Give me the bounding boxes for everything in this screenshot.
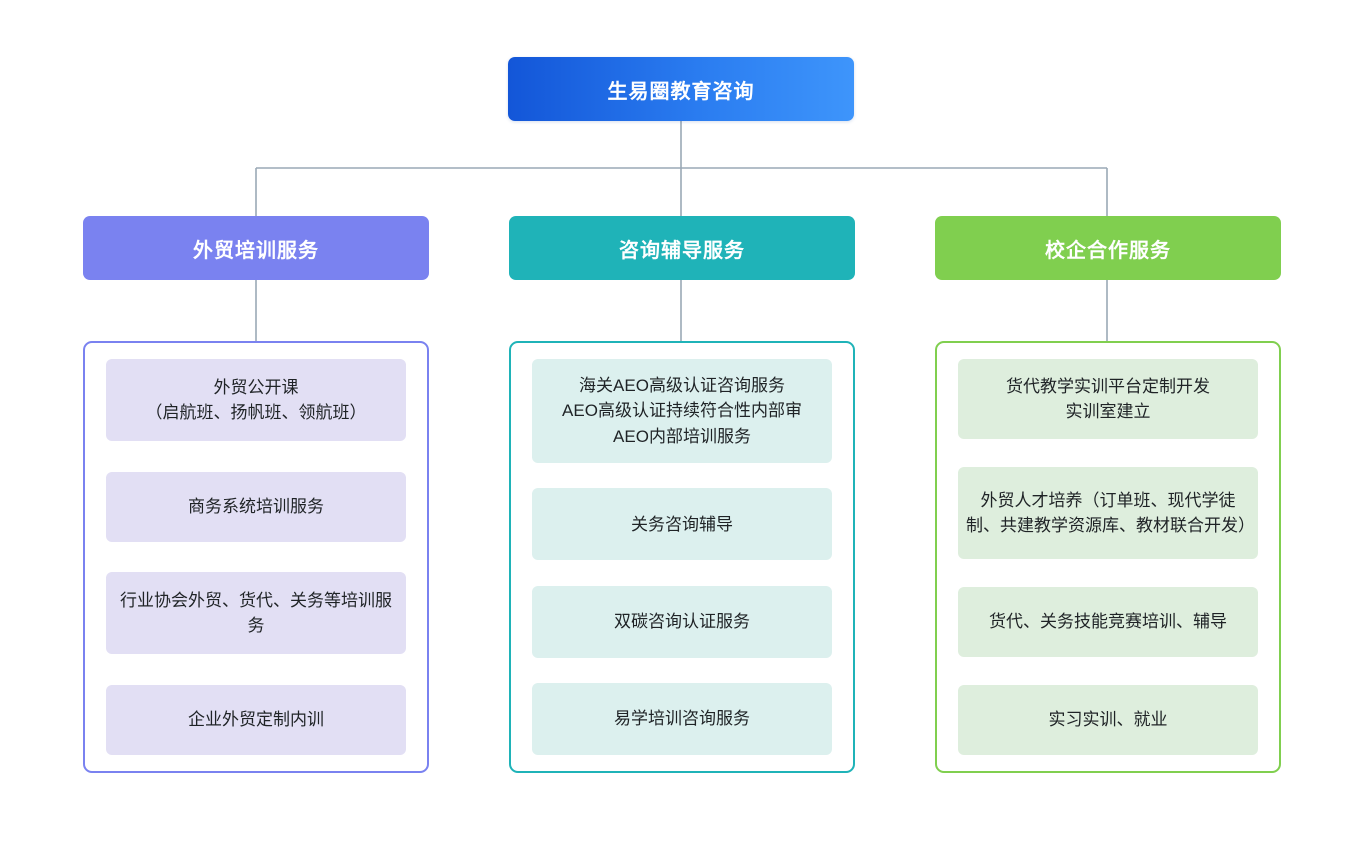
leaf-node[interactable]: 外贸人才培养（订单班、现代学徒制、共建教学资源库、教材联合开发） <box>958 467 1258 559</box>
category-group-0: 外贸公开课 （启航班、扬帆班、领航班） 商务系统培训服务 行业协会外贸、货代、关… <box>83 341 429 773</box>
leaf-node[interactable]: 关务咨询辅导 <box>532 488 832 561</box>
category-header-0[interactable]: 外贸培训服务 <box>83 216 429 280</box>
root-node-label: 生易圈教育咨询 <box>607 80 755 103</box>
leaf-node[interactable]: 货代教学实训平台定制开发 实训室建立 <box>958 359 1258 439</box>
leaf-node[interactable]: 实习实训、就业 <box>958 685 1258 755</box>
category-header-label-0: 外贸培训服务 <box>193 239 319 262</box>
leaf-node[interactable]: 易学培训咨询服务 <box>532 682 832 755</box>
leaf-node[interactable]: 海关AEO高级认证咨询服务 AEO高级认证持续符合性内部审 AEO内部培训服务 <box>532 359 832 463</box>
leaf-node[interactable]: 外贸公开课 （启航班、扬帆班、领航班） <box>106 359 406 441</box>
root-node[interactable]: 生易圈教育咨询 <box>508 57 854 121</box>
category-header-label-2: 校企合作服务 <box>1045 239 1171 262</box>
category-group-1: 海关AEO高级认证咨询服务 AEO高级认证持续符合性内部审 AEO内部培训服务 … <box>509 341 855 773</box>
leaf-node[interactable]: 行业协会外贸、货代、关务等培训服务 <box>106 572 406 655</box>
leaf-node[interactable]: 企业外贸定制内训 <box>106 684 406 755</box>
category-group-2: 货代教学实训平台定制开发 实训室建立 外贸人才培养（订单班、现代学徒制、共建教学… <box>935 341 1281 773</box>
category-header-2[interactable]: 校企合作服务 <box>935 216 1281 280</box>
leaf-node[interactable]: 商务系统培训服务 <box>106 471 406 542</box>
category-header-label-1: 咨询辅导服务 <box>619 239 745 262</box>
category-header-1[interactable]: 咨询辅导服务 <box>509 216 855 280</box>
leaf-node[interactable]: 双碳咨询认证服务 <box>532 585 832 658</box>
leaf-node[interactable]: 货代、关务技能竞赛培训、辅导 <box>958 587 1258 657</box>
